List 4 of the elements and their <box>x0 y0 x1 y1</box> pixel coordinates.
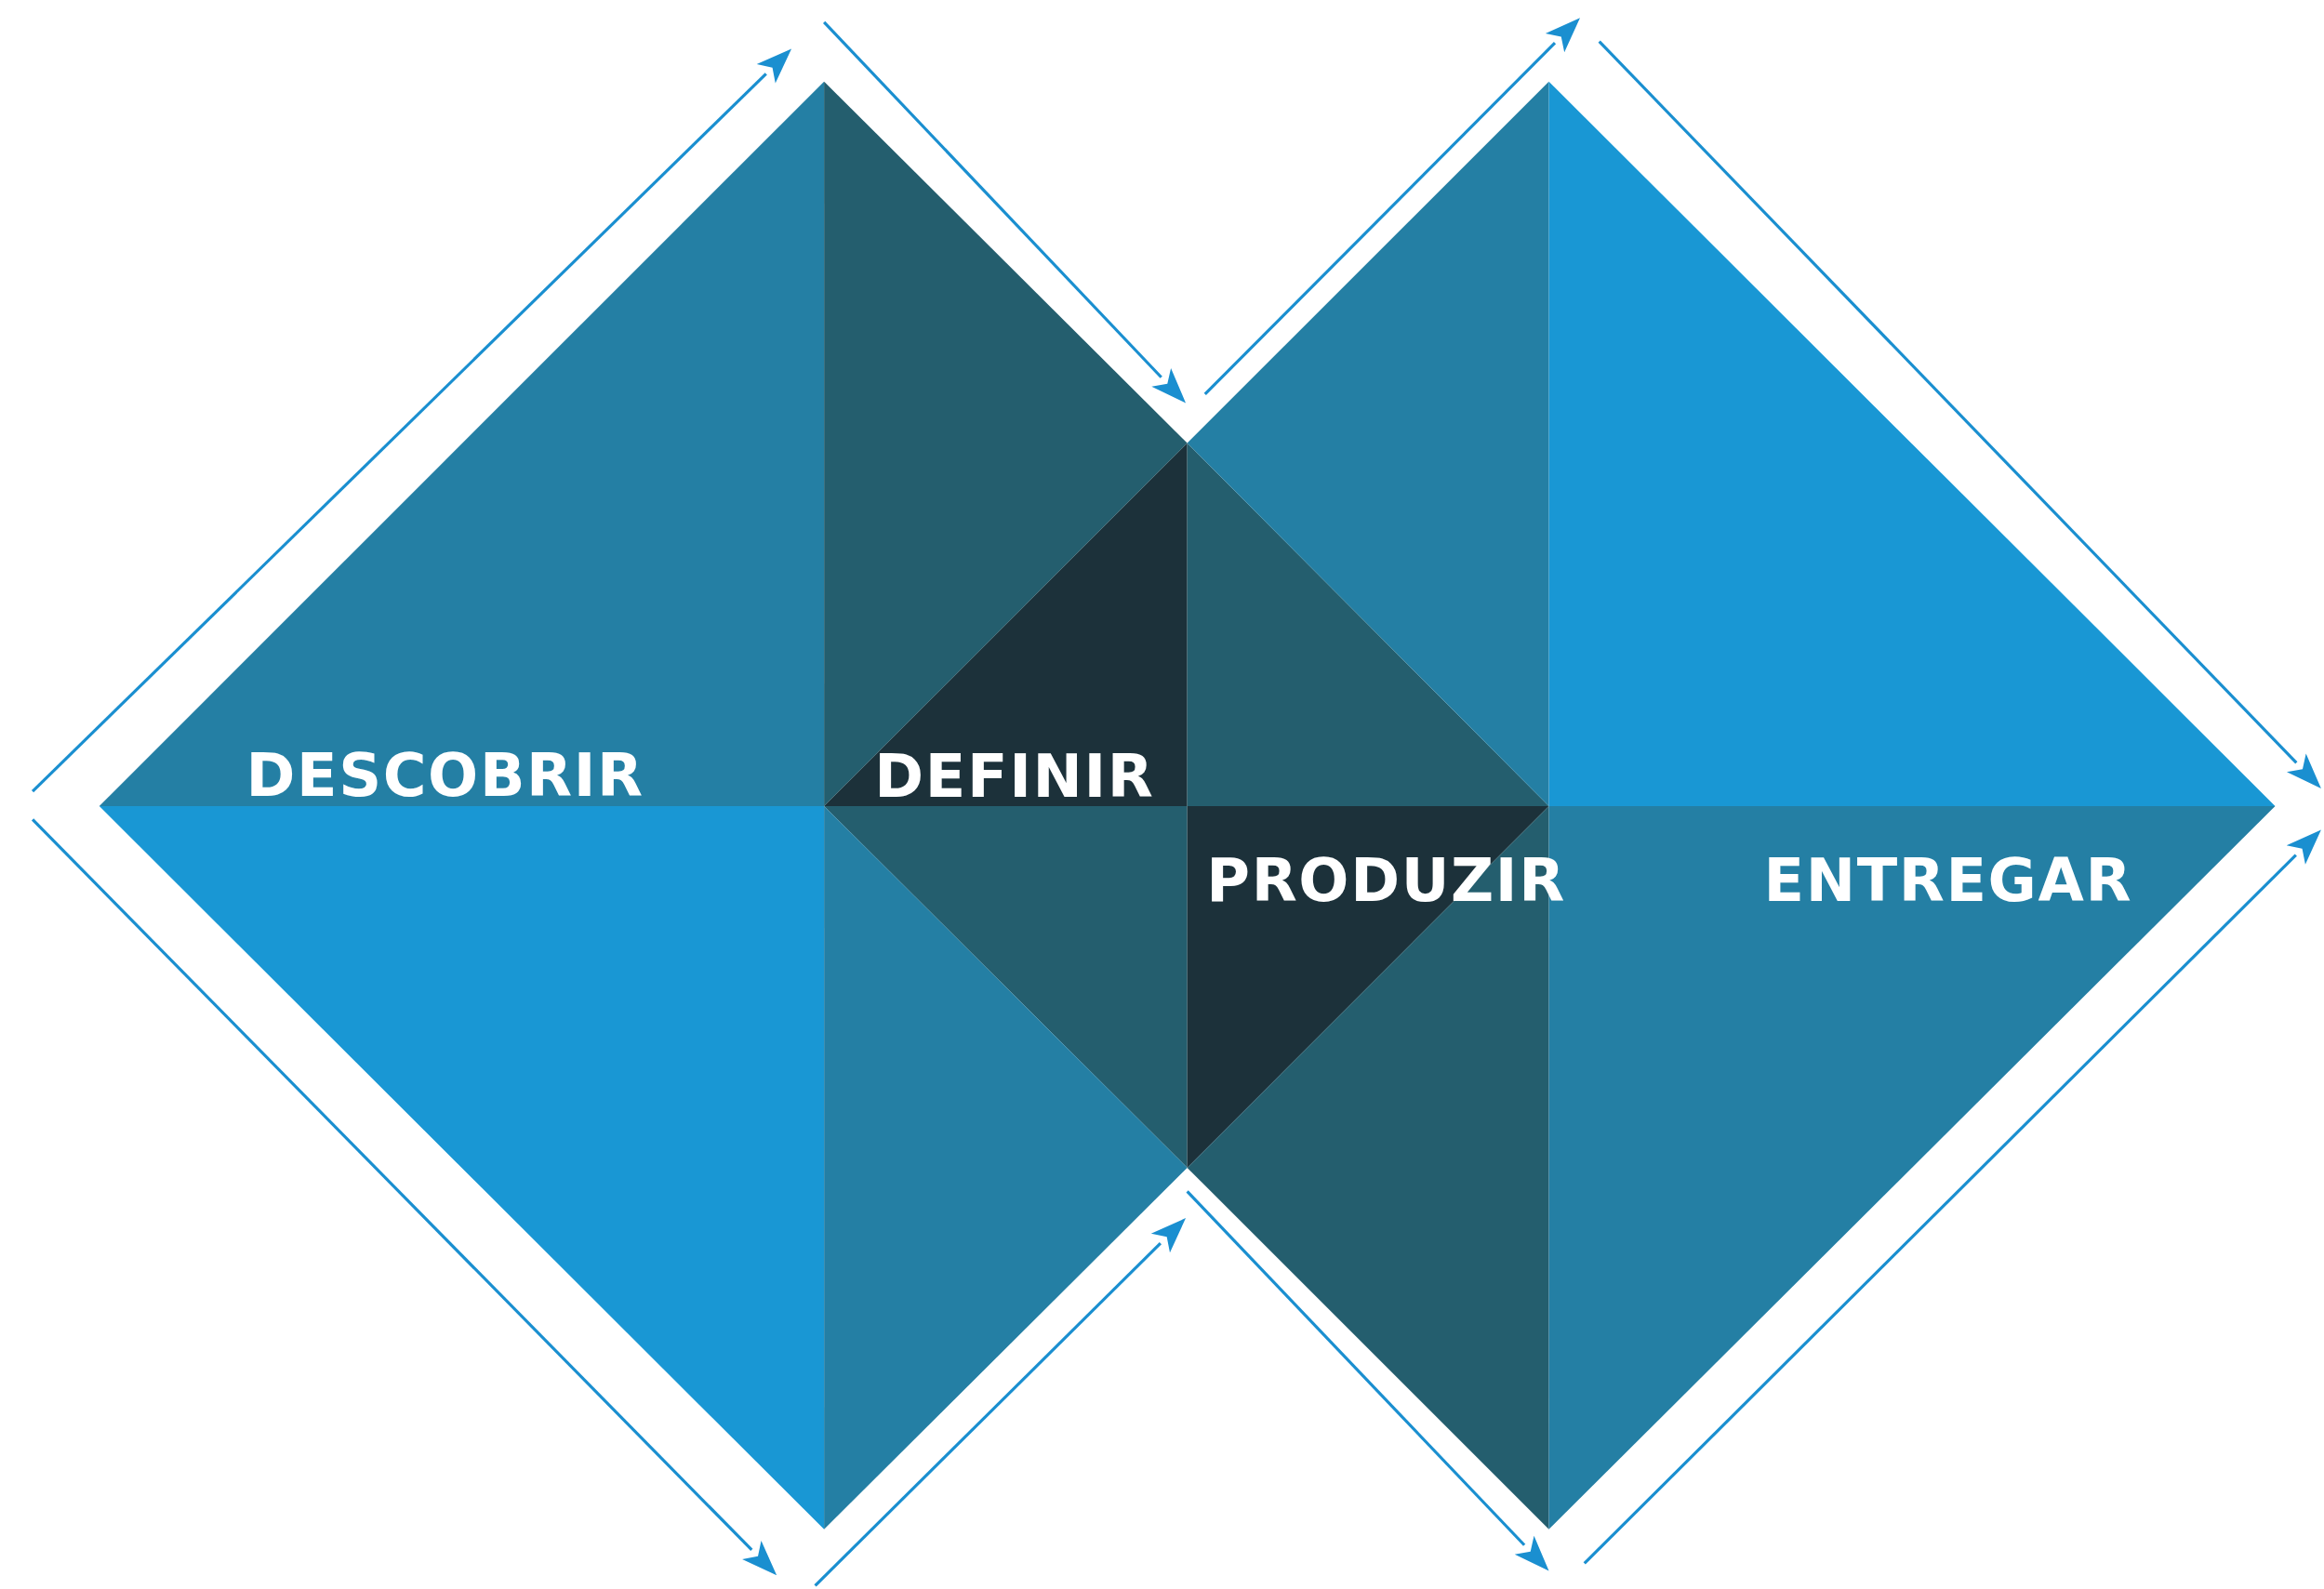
phase-label: PRODUZIR <box>1206 850 1566 910</box>
phase-label: DEFINIR <box>874 747 1155 807</box>
phase-label: DESCOBRIR <box>246 745 644 805</box>
phase-label: ENTREGAR <box>1763 850 2133 910</box>
